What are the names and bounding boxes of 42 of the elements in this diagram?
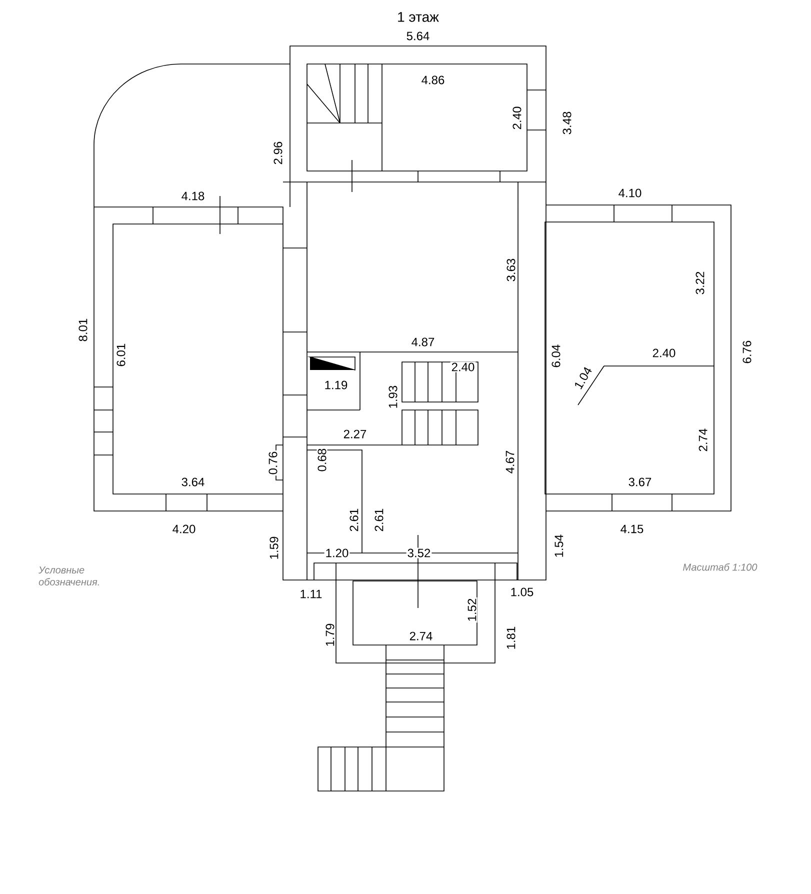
dimension-label: 2.27 (342, 428, 368, 440)
dimension-label: 2.61 (348, 507, 360, 533)
title: 1 этаж (398, 12, 439, 22)
dimension-label: 4.20 (171, 524, 197, 534)
dimension-label: 2.96 (272, 140, 284, 166)
dimension-label: 1.79 (324, 622, 336, 648)
dimension-label: 1.81 (506, 625, 516, 651)
dimension-label: 4.87 (410, 336, 436, 348)
dimension-label: 6.76 (742, 339, 752, 365)
dimension-label: 3.64 (180, 476, 206, 488)
dimension-label: 1.05 (509, 586, 535, 598)
dimension-label: 5.64 (405, 30, 431, 42)
dimension-label: 3.63 (506, 257, 516, 283)
dimension-label: 6.04 (550, 343, 562, 369)
dimension-label: 4.10 (617, 188, 643, 198)
dimension-label: 1.52 (466, 597, 478, 623)
dimension-label: 3.67 (627, 476, 653, 488)
dimension-label: 1.93 (388, 384, 398, 410)
dimension-label: 6.01 (116, 342, 126, 368)
dimension-label: 4.67 (504, 449, 516, 475)
dimension-label: 1.59 (268, 535, 280, 561)
dimension-label: 2.40 (450, 362, 476, 372)
dimension-label: 2.40 (651, 348, 677, 358)
dimension-label: 2.74 (408, 630, 434, 642)
dimension-label: 4.18 (180, 190, 206, 202)
dimension-label: 0.68 (316, 447, 328, 473)
dimension-label: 4.15 (619, 524, 645, 534)
dimension-label: 3.48 (562, 110, 572, 136)
dimension-label: 1.20 (324, 548, 350, 558)
dimension-label: 2.74 (698, 427, 708, 453)
dimension-label: 3.52 (406, 548, 432, 558)
dimension-label: 3.22 (694, 270, 706, 296)
dimension-label: 4.86 (420, 74, 446, 86)
scale-note: Масштаб 1:100 (683, 563, 758, 571)
legend-note: Условные обозначения. (38, 566, 99, 586)
dimension-label: 1.54 (554, 533, 564, 559)
dimension-label: 2.40 (512, 105, 522, 131)
dimension-label: 1.19 (323, 380, 349, 390)
dimension-label: 8.01 (78, 317, 88, 343)
dimension-label: 2.61 (374, 507, 384, 533)
dimension-label: 0.76 (268, 450, 278, 476)
dimension-label: 1.11 (298, 588, 324, 600)
